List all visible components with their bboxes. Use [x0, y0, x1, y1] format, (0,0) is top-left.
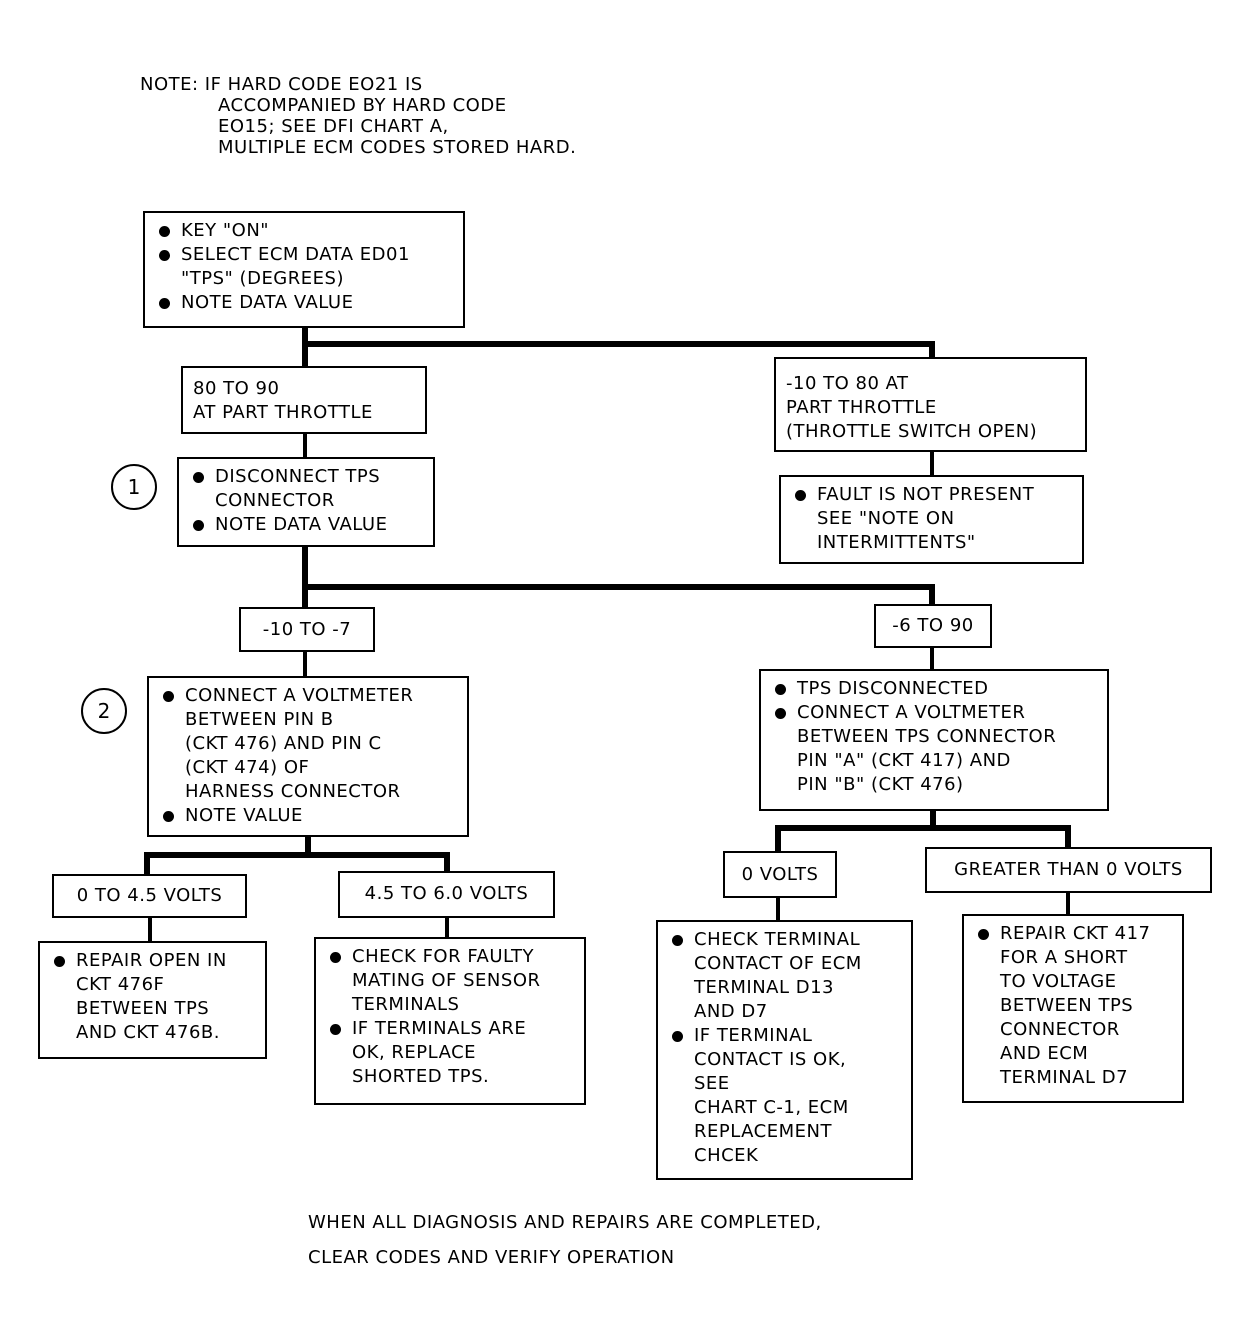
- bullet-continuation: CHCEK: [694, 1145, 759, 1166]
- bullet-continuation: AND CKT 476B.: [76, 1022, 220, 1043]
- box-line: AT PART THROTTLE: [193, 402, 373, 423]
- bullet-continuation: MATING OF SENSOR: [352, 970, 541, 991]
- bullet-continuation: HARNESS CONNECTOR: [185, 781, 401, 802]
- footer-line-2: CLEAR CODES AND VERIFY OPERATION: [308, 1247, 675, 1268]
- start-box: KEY "ON" SELECT ECM DATA ED01 "TPS" (DEG…: [143, 211, 465, 328]
- bullet-continuation: TO VOLTAGE: [1000, 971, 1117, 992]
- bullet-continuation: PIN "A" (CKT 417) AND: [797, 750, 1011, 771]
- bullet-item: CONNECT A VOLTMETER: [771, 701, 1099, 725]
- bullet-item: REPAIR OPEN IN: [50, 949, 257, 973]
- bullet-item: NOTE DATA VALUE: [155, 291, 455, 315]
- box-line: 0 VOLTS: [741, 864, 819, 885]
- bullet-item: SELECT ECM DATA ED01: [155, 243, 455, 267]
- voltmeter-pin-b-c-box: CONNECT A VOLTMETER BETWEEN PIN B (CKT 4…: [147, 676, 469, 837]
- bullet-item: CHECK FOR FAULTY: [326, 945, 576, 969]
- bullet-continuation: CONNECTOR: [215, 490, 335, 511]
- bullet-item: IF TERMINALS ARE: [326, 1017, 576, 1041]
- bullet-continuation: TERMINAL D7: [1000, 1067, 1129, 1088]
- repair-open-box: REPAIR OPEN IN CKT 476F BETWEEN TPS AND …: [38, 941, 267, 1059]
- bullet-continuation: OK, REPLACE: [352, 1042, 477, 1063]
- box-line: -10 TO -7: [262, 619, 352, 640]
- fault-not-present-box: FAULT IS NOT PRESENT SEE "NOTE ON INTERM…: [779, 475, 1084, 564]
- box-line: -10 TO 80 AT: [786, 373, 909, 394]
- bullet-continuation: BETWEEN TPS: [76, 998, 210, 1019]
- volts-greater-0-box: GREATER THAN 0 VOLTS: [925, 847, 1212, 893]
- bullet-continuation: REPLACEMENT: [694, 1121, 832, 1142]
- bullet-item: KEY "ON": [155, 219, 455, 243]
- part-throttle-neg10-80-box: -10 TO 80 AT PART THROTTLE (THROTTLE SWI…: [774, 357, 1087, 452]
- bullet-continuation: TERMINALS: [352, 994, 460, 1015]
- top-note: NOTE: IF HARD CODE EO21 IS ACCOMPANIED B…: [140, 74, 576, 158]
- note-line: EO15; SEE DFI CHART A,: [218, 116, 449, 137]
- box-line: 0 TO 4.5 VOLTS: [76, 885, 223, 906]
- disconnect-tps-box: DISCONNECT TPS CONNECTOR NOTE DATA VALUE: [177, 457, 435, 547]
- bullet-continuation: FOR A SHORT: [1000, 947, 1128, 968]
- bullet-item: NOTE DATA VALUE: [189, 513, 425, 537]
- bullet-item: IF TERMINAL: [668, 1024, 903, 1048]
- box-line: PART THROTTLE: [786, 397, 937, 418]
- bullet-continuation: TERMINAL D13: [694, 977, 835, 998]
- note-line: MULTIPLE ECM CODES STORED HARD.: [218, 137, 577, 158]
- bullet-continuation: BETWEEN TPS: [1000, 995, 1134, 1016]
- bullet-continuation: CONNECTOR: [1000, 1019, 1120, 1040]
- step-1-circle: 1: [111, 464, 157, 510]
- bullet-item: TPS DISCONNECTED: [771, 677, 1099, 701]
- box-line: 4.5 TO 6.0 VOLTS: [364, 883, 529, 904]
- bullet-continuation: CHART C-1, ECM: [694, 1097, 849, 1118]
- bullet-continuation: PIN "B" (CKT 476): [797, 774, 964, 795]
- box-line: (THROTTLE SWITCH OPEN): [786, 421, 1038, 442]
- part-throttle-80-90-box: 80 TO 90 AT PART THROTTLE: [181, 366, 427, 434]
- bullet-continuation: INTERMITTENTS": [817, 532, 976, 553]
- bullet-continuation: AND ECM: [1000, 1043, 1089, 1064]
- bullet-continuation: SHORTED TPS.: [352, 1066, 490, 1087]
- volts-0-4-5-box: 0 TO 4.5 VOLTS: [52, 874, 247, 918]
- volts-0-box: 0 VOLTS: [723, 851, 837, 898]
- note-line: NOTE: IF HARD CODE EO21 IS: [140, 74, 423, 95]
- bullet-item: DISCONNECT TPS: [189, 465, 425, 489]
- bullet-continuation: CONTACT OF ECM: [694, 953, 862, 974]
- bullet-continuation: (CKT 476) AND PIN C: [185, 733, 382, 754]
- bullet-continuation: "TPS" (DEGREES): [181, 268, 344, 289]
- box-line: -6 TO 90: [892, 615, 974, 636]
- bullet-continuation: AND D7: [694, 1001, 768, 1022]
- bullet-continuation: BETWEEN PIN B: [185, 709, 334, 730]
- repair-ckt-417-box: REPAIR CKT 417 FOR A SHORT TO VOLTAGE BE…: [962, 914, 1184, 1103]
- bullet-continuation: SEE "NOTE ON: [817, 508, 955, 529]
- check-faulty-mating-box: CHECK FOR FAULTY MATING OF SENSOR TERMIN…: [314, 937, 586, 1105]
- box-line: 80 TO 90: [193, 378, 280, 399]
- bullet-continuation: (CKT 474) OF: [185, 757, 310, 778]
- bullet-continuation: CONTACT IS OK,: [694, 1049, 847, 1070]
- volts-4-5-6-0-box: 4.5 TO 6.0 VOLTS: [338, 871, 555, 918]
- box-line: GREATER THAN 0 VOLTS: [954, 859, 1183, 880]
- range-neg10-neg7-box: -10 TO -7: [239, 607, 375, 652]
- bullet-continuation: BETWEEN TPS CONNECTOR: [797, 726, 1057, 747]
- note-line: ACCOMPANIED BY HARD CODE: [218, 95, 507, 116]
- footer-line-1: WHEN ALL DIAGNOSIS AND REPAIRS ARE COMPL…: [308, 1212, 822, 1233]
- bullet-item: CHECK TERMINAL: [668, 928, 903, 952]
- bullet-item: REPAIR CKT 417: [974, 922, 1174, 946]
- step-2-circle: 2: [81, 688, 127, 734]
- check-terminal-contact-box: CHECK TERMINAL CONTACT OF ECM TERMINAL D…: [656, 920, 913, 1180]
- bullet-continuation: SEE: [694, 1073, 730, 1094]
- bullet-item: NOTE VALUE: [159, 804, 459, 828]
- range-neg6-90-box: -6 TO 90: [874, 604, 992, 648]
- voltmeter-tps-connector-box: TPS DISCONNECTED CONNECT A VOLTMETER BET…: [759, 669, 1109, 811]
- bullet-item: FAULT IS NOT PRESENT: [791, 483, 1074, 507]
- bullet-continuation: CKT 476F: [76, 974, 165, 995]
- bullet-item: CONNECT A VOLTMETER: [159, 684, 459, 708]
